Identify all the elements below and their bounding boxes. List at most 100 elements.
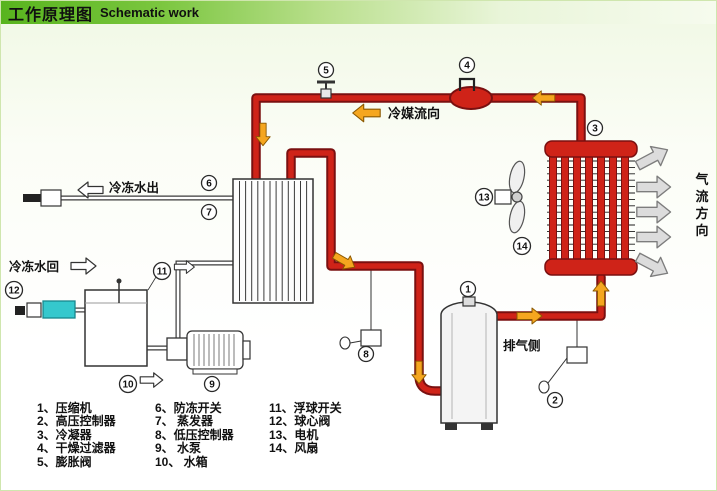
pump-motor-fins: [193, 334, 235, 366]
callout-2-number: 2: [552, 396, 558, 407]
legend-item: 9、 水泵: [155, 441, 202, 456]
condenser-bottom-header: [544, 258, 638, 276]
evaporator-body: [232, 178, 314, 304]
float-switch-leader: [147, 276, 157, 291]
callout-14: 14: [512, 236, 532, 256]
flow-arrow-left: [352, 103, 381, 123]
callout-10-number: 10: [122, 380, 134, 391]
flow-arrow-up: [592, 280, 610, 307]
evaporator-plates: [239, 181, 308, 301]
callout-12-number: 12: [8, 286, 20, 297]
air-arrow: [636, 225, 672, 249]
callouts: 1 2 3 4 5 6 7 8 9 10 11 12 13 14: [4, 56, 604, 409]
air-arrow: [631, 139, 674, 176]
fan-blade: [508, 160, 526, 194]
callout-8-number: 8: [363, 350, 369, 361]
expansion-valve: [317, 80, 335, 99]
fan-blade: [508, 200, 526, 234]
discharge-line-pipe: [484, 272, 606, 321]
flow-arrow-right: [516, 307, 543, 325]
filter-drier-bracket: [458, 77, 476, 91]
legend-column-1: 1、压缩机 2、高压控制器 3、冷凝器 4、干燥过滤器 5、膨胀阀: [37, 401, 155, 469]
legend-item: 4、干燥过滤器: [37, 441, 116, 456]
callout-9: 9: [203, 375, 221, 393]
callout-4-number: 4: [464, 61, 470, 72]
legend-item: 8、低压控制器: [155, 427, 234, 442]
chilled-water-return-fitting: [15, 300, 76, 319]
condenser-tube: [621, 154, 629, 262]
condenser-tube: [561, 154, 569, 262]
callout-3-number: 3: [592, 124, 598, 135]
callout-12: 12: [4, 280, 24, 300]
air-flow-arrows: [631, 139, 674, 284]
callout-9-number: 9: [209, 380, 215, 391]
air-flow-char: 气: [695, 172, 708, 187]
water-arrow-right: [139, 372, 164, 388]
pump-head: [166, 337, 188, 361]
callout-6: 6: [200, 174, 218, 192]
page-title-zh: 工作原理图: [8, 6, 94, 24]
fan-hub: [511, 191, 523, 203]
air-flow-char: 流: [695, 189, 708, 204]
float-switch-head: [116, 278, 122, 284]
fan-motor: [494, 189, 512, 205]
legend-item: 12、球心阀: [269, 414, 331, 429]
condenser-tube: [597, 154, 605, 262]
water-tank: [84, 276, 157, 367]
legend-item: 13、电机: [269, 427, 319, 442]
callout-8: 8: [357, 345, 375, 363]
water-arrow-right: [70, 257, 97, 275]
air-flow-direction-label: 气 流 方 向: [695, 172, 708, 238]
chilled-water-out-label: 冷冻水出: [109, 180, 159, 195]
compressor: [440, 296, 498, 430]
legend-column-2: 6、防冻开关 7、 蒸发器 8、低压控制器 9、 水泵 10、 水箱: [155, 401, 269, 469]
legend-item: 1、压缩机: [37, 401, 92, 415]
flow-arrow-left: [531, 90, 556, 106]
air-arrow: [636, 175, 672, 199]
callout-5-number: 5: [323, 66, 329, 77]
callout-7: 7: [200, 203, 218, 221]
condenser-tube: [549, 154, 557, 262]
chilled-water-supply-pipe: [175, 260, 233, 339]
legend-item: 11、浮球开关: [269, 401, 342, 415]
legend-item: 3、冷凝器: [37, 427, 92, 442]
condenser-tube: [585, 154, 593, 262]
legend-column-3: 11、浮球开关 12、球心阀 13、电机 14、风扇: [269, 401, 342, 469]
callout-2: 2: [546, 391, 564, 409]
water-pump: [166, 330, 251, 375]
condenser-tube: [609, 154, 617, 262]
ball-valve: [42, 300, 76, 319]
callout-7-number: 7: [206, 208, 212, 219]
compressor-foot: [481, 423, 493, 430]
chilled-water-out-fitting: [23, 189, 62, 207]
callout-3: 3: [586, 119, 604, 137]
callout-6-number: 6: [206, 179, 212, 190]
legend-item: 14、风扇: [269, 441, 319, 456]
page-title-en: Schematic work: [100, 5, 200, 20]
liquid-line-pipe: [251, 93, 586, 188]
low-pressure-controller: [339, 329, 382, 350]
hp-gauge: [538, 380, 550, 394]
callout-11-number: 11: [157, 267, 168, 278]
legend-item: 2、高压控制器: [37, 414, 116, 429]
compressor-foot: [445, 423, 457, 430]
callout-11: 11: [152, 261, 172, 281]
title-bar: 工作原理图 Schematic work: [1, 1, 716, 24]
callout-14-number: 14: [516, 242, 528, 253]
callout-1: 1: [459, 280, 477, 298]
callout-10: 10: [118, 374, 138, 394]
chilled-water-return-label: 冷冻水回: [9, 259, 59, 274]
air-flow-char: 方: [695, 206, 708, 221]
callout-5: 5: [317, 61, 335, 79]
condenser-tube: [573, 154, 581, 262]
compressor-top-fitting: [462, 296, 476, 307]
lp-gauge: [339, 336, 351, 350]
pump-end-cap: [242, 340, 251, 360]
callout-13: 13: [474, 187, 494, 207]
condenser-tubes: [549, 154, 629, 262]
filter-drier: [449, 77, 493, 110]
legend: 1、压缩机 2、高压控制器 3、冷凝器 4、干燥过滤器 5、膨胀阀 6、防冻开关…: [37, 401, 342, 469]
high-pressure-controller: [538, 346, 588, 394]
